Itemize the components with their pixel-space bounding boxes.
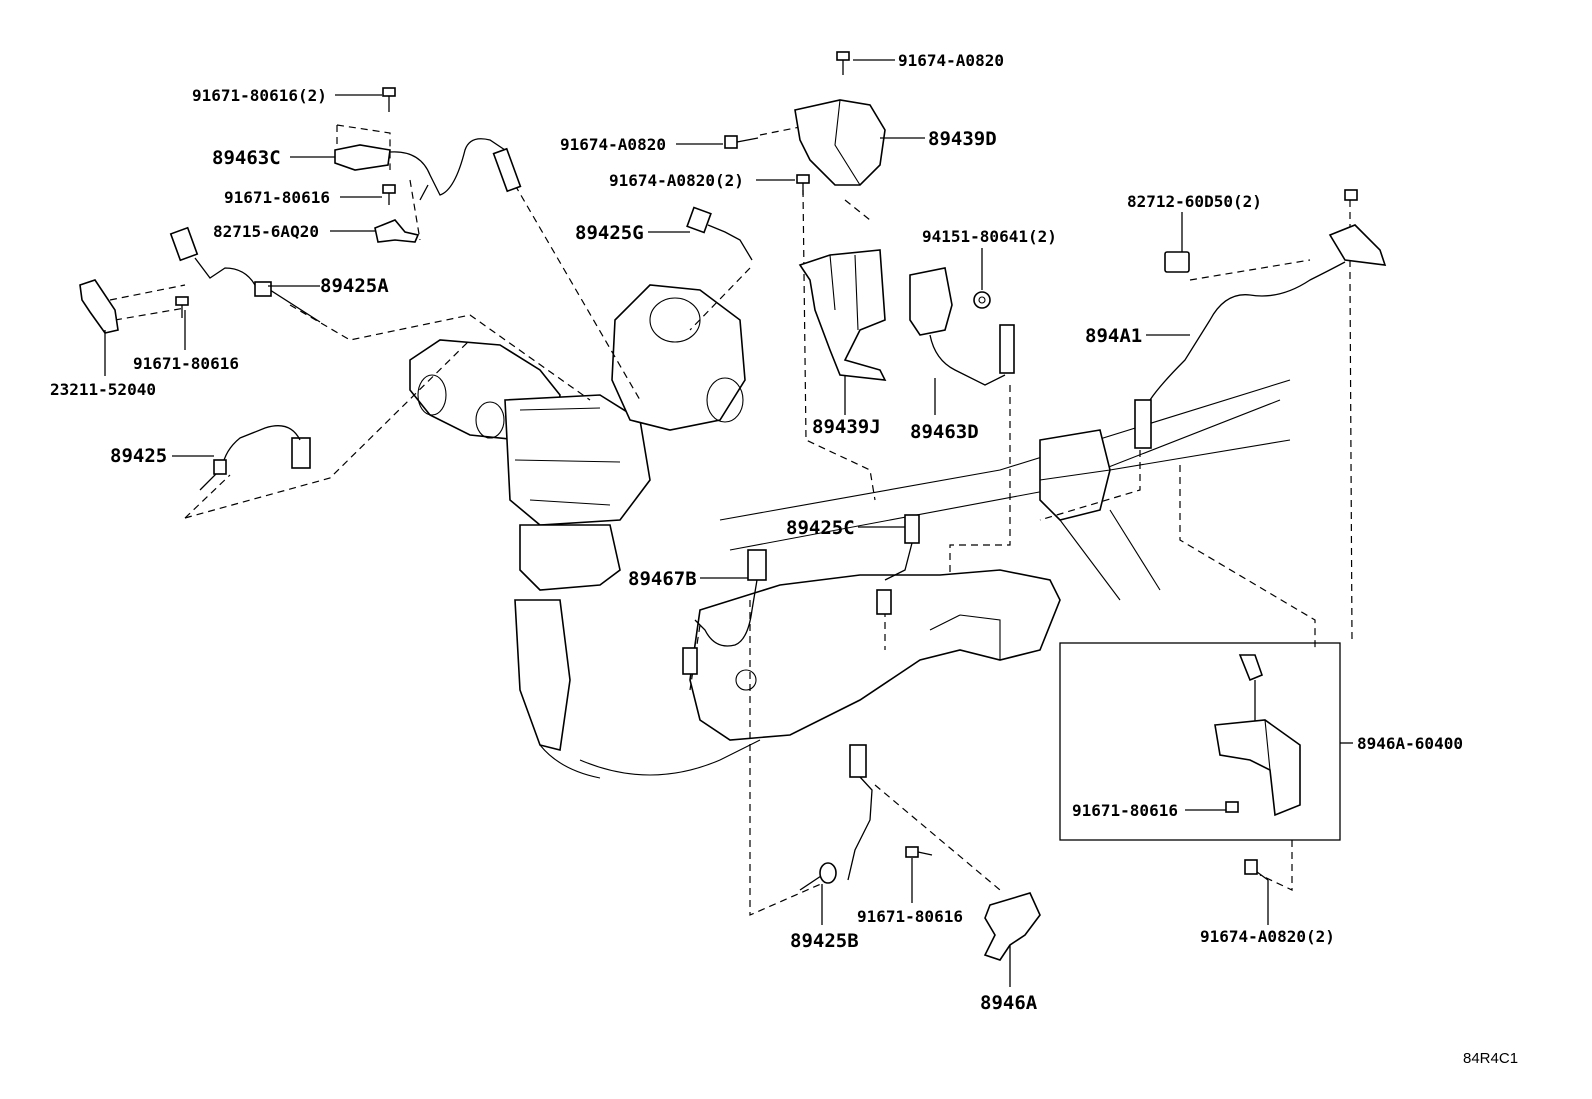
callout-89425B: 89425B [790, 930, 859, 952]
callout-89439D: 89439D [928, 128, 997, 150]
callout-89425C: 89425C [786, 517, 855, 539]
callout-89425G: 89425G [575, 222, 644, 244]
sensor-89425-sketch [199, 425, 311, 491]
callout-894A1: 894A1 [1085, 325, 1142, 347]
callout-91671-80616-b: 91671-80616 [133, 354, 239, 373]
bolt-icon [1244, 859, 1269, 881]
bolt-icon [382, 87, 396, 112]
sensor-894A1-sketch [1134, 189, 1387, 449]
bracket-89439J-sketch [798, 249, 887, 381]
callout-89425A: 89425A [320, 275, 389, 297]
callout-91671-80616-a: 91671-80616 [224, 188, 330, 207]
sensor-89463D-sketch [909, 267, 1015, 386]
sub-assembly-box [1059, 642, 1341, 841]
callout-23211-52040: 23211-52040 [50, 380, 156, 399]
sensor-89425C-sketch [876, 514, 920, 615]
bracket-8946A-sketch [983, 892, 1041, 961]
sensor-89425A-sketch [169, 226, 321, 323]
clip-82712-sketch [1164, 251, 1190, 273]
bracket-23211-sketch [79, 279, 119, 334]
callout-91671-80616-c: 91671-80616 [1072, 801, 1178, 820]
sensor-89425B-sketch [799, 744, 873, 891]
callout-91674-A0820-2-bot: 91674-A0820(2) [1200, 927, 1335, 946]
bracket-8946A-60400-sketch [1214, 654, 1301, 817]
callout-82715-6AQ20: 82715-6AQ20 [213, 222, 319, 241]
callout-91674-A0820-left: 91674-A0820 [560, 135, 666, 154]
cover-89439D-sketch [794, 99, 886, 186]
sensor-89467B-sketch [682, 549, 767, 675]
callout-8946A-60400: 8946A-60400 [1357, 734, 1463, 753]
bolt-icon [175, 296, 189, 318]
callout-labels: 91671-80616(2) 89463C 91671-80616 82715-… [50, 51, 1518, 1067]
sensor-89463C-sketch [334, 138, 522, 201]
engine-exhaust-assembly [409, 284, 1291, 779]
bolt-icon [724, 135, 759, 149]
callout-91671-80616-2: 91671-80616(2) [192, 86, 327, 105]
callout-89463C: 89463C [212, 147, 281, 169]
bolt-icon [905, 846, 933, 858]
callout-89425: 89425 [110, 445, 167, 467]
callout-91674-A0820-top: 91674-A0820 [898, 51, 1004, 70]
reference-lines [109, 124, 1353, 916]
sensor-89425G-sketch [686, 206, 753, 261]
callout-89439J: 89439J [812, 416, 881, 438]
diagram-code: 84R4C1 [1463, 1050, 1518, 1067]
callout-89467B: 89467B [628, 568, 697, 590]
callout-94151-80641-2: 94151-80641(2) [922, 227, 1057, 246]
callout-91674-A0820-2-top: 91674-A0820(2) [609, 171, 744, 190]
part-sketches [79, 51, 1387, 961]
callout-89463D: 89463D [910, 421, 979, 443]
bolt-icon [382, 184, 396, 205]
leader-lines [104, 59, 1353, 987]
callout-82712-60D50-2: 82712-60D50(2) [1127, 192, 1262, 211]
nut-icon [973, 291, 991, 309]
callout-8946A: 8946A [980, 992, 1038, 1014]
clamp-82715-sketch [374, 219, 420, 243]
bolt-icon [796, 174, 810, 195]
callout-91671-80616-d: 91671-80616 [857, 907, 963, 926]
bolt-icon [836, 51, 850, 75]
